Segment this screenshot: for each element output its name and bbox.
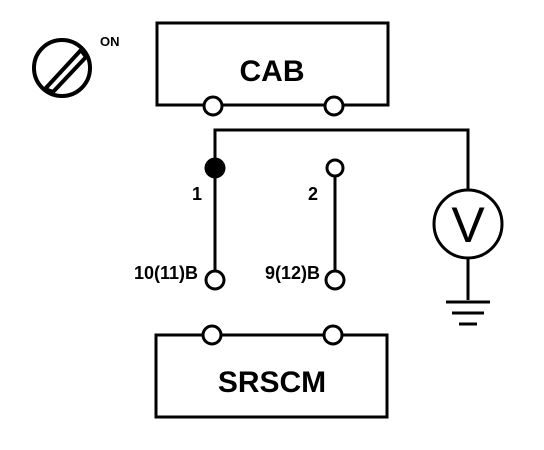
ground-icon bbox=[446, 258, 490, 326]
voltmeter-icon: V bbox=[432, 188, 504, 260]
pin-2-terminal bbox=[325, 158, 345, 178]
pin-10-terminal bbox=[204, 269, 226, 291]
srscm-terminal-right bbox=[322, 324, 344, 346]
voltmeter-label: V bbox=[451, 197, 485, 253]
pin-1-label: 1 bbox=[192, 184, 202, 204]
ignition-key-icon bbox=[32, 38, 92, 98]
cab-terminal-right bbox=[323, 95, 345, 117]
srscm-label: SRSCM bbox=[218, 366, 326, 399]
pin-9-terminal bbox=[324, 269, 346, 291]
cab-label: CAB bbox=[240, 55, 305, 88]
pin-9-label: 9(12)B bbox=[265, 263, 320, 283]
cab-terminal-left bbox=[202, 95, 224, 117]
pin-10-label: 10(11)B bbox=[134, 263, 198, 283]
pin-1-terminal bbox=[204, 157, 226, 179]
srscm-box bbox=[154, 333, 389, 419]
pin-2-label: 2 bbox=[308, 184, 318, 204]
ignition-on-label: ON bbox=[100, 34, 120, 49]
srscm-terminal-left bbox=[201, 324, 223, 346]
cab-box bbox=[155, 21, 390, 107]
measurement-wire bbox=[213, 128, 470, 190]
